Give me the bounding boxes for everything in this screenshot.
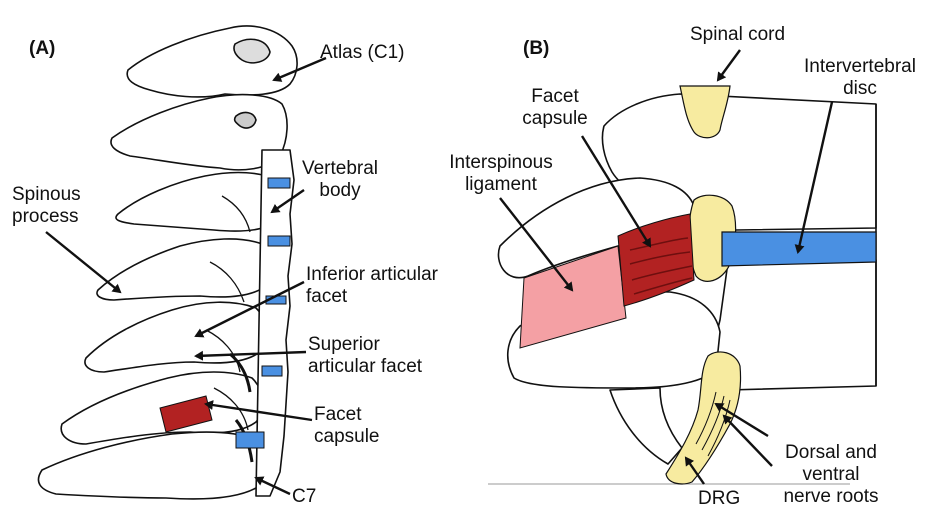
label-intervertebral-disc: Intervertebral disc xyxy=(790,56,930,100)
label-inferior-facet: Inferior articular facet xyxy=(306,264,438,308)
label-superior-line1: Superior xyxy=(308,334,422,356)
label-spinous-process: Spinous process xyxy=(12,184,81,228)
label-nerve-roots-line1: Dorsal and xyxy=(766,442,896,464)
label-facet-capsule-a-line2: capsule xyxy=(314,426,380,448)
label-c7: C7 xyxy=(292,486,316,508)
panel-b-tag: (B) xyxy=(523,38,549,60)
disc-c3-c4 xyxy=(268,236,290,246)
label-spinous-line1: Spinous xyxy=(12,184,81,206)
disc-c2-c3 xyxy=(268,178,290,188)
label-superior-line2: articular facet xyxy=(308,356,422,378)
label-facet-capsule-b-line2: capsule xyxy=(500,108,610,130)
c5-vertebra xyxy=(85,302,267,372)
label-vertebral-body: Vertebral body xyxy=(290,158,390,202)
label-interspinous-ligament: Interspinous ligament xyxy=(436,152,566,196)
c4-vertebra xyxy=(97,239,273,300)
label-drg: DRG xyxy=(698,488,740,510)
label-nerve-roots-line2: ventral xyxy=(766,464,896,486)
label-spinous-line2: process xyxy=(12,206,81,228)
label-interspinous-line1: Interspinous xyxy=(436,152,566,174)
panel-a-tag: (A) xyxy=(29,38,55,60)
label-facet-capsule-a-line1: Facet xyxy=(314,404,380,426)
label-facet-capsule-b-line1: Facet xyxy=(500,86,610,108)
label-superior-facet: Superior articular facet xyxy=(308,334,422,378)
label-facet-capsule-b: Facet capsule xyxy=(500,86,610,130)
disc-c6-c7 xyxy=(236,432,264,448)
label-nerve-roots: Dorsal and ventral nerve roots xyxy=(766,442,896,508)
label-intervertebral-line2: disc xyxy=(790,78,930,100)
label-interspinous-line2: ligament xyxy=(436,174,566,196)
arrow-spinous-process xyxy=(46,232,120,292)
lower-lamina-b xyxy=(610,388,682,464)
label-intervertebral-line1: Intervertebral xyxy=(790,56,930,78)
label-spinal-cord: Spinal cord xyxy=(690,24,785,46)
label-facet-capsule-a: Facet capsule xyxy=(314,404,380,448)
disc-c5-c6 xyxy=(262,366,282,376)
label-nerve-roots-line3: nerve roots xyxy=(766,486,896,508)
axis-vertebra xyxy=(111,95,287,170)
label-atlas: Atlas (C1) xyxy=(320,42,404,64)
arrow-spinal-cord xyxy=(718,50,740,80)
c3-vertebra xyxy=(116,173,283,232)
label-vertebral-body-line1: Vertebral xyxy=(290,158,390,180)
label-inferior-line2: facet xyxy=(306,286,438,308)
atlas-vertebra xyxy=(127,26,297,97)
label-inferior-line1: Inferior articular xyxy=(306,264,438,286)
label-vertebral-body-line2: body xyxy=(290,180,390,202)
